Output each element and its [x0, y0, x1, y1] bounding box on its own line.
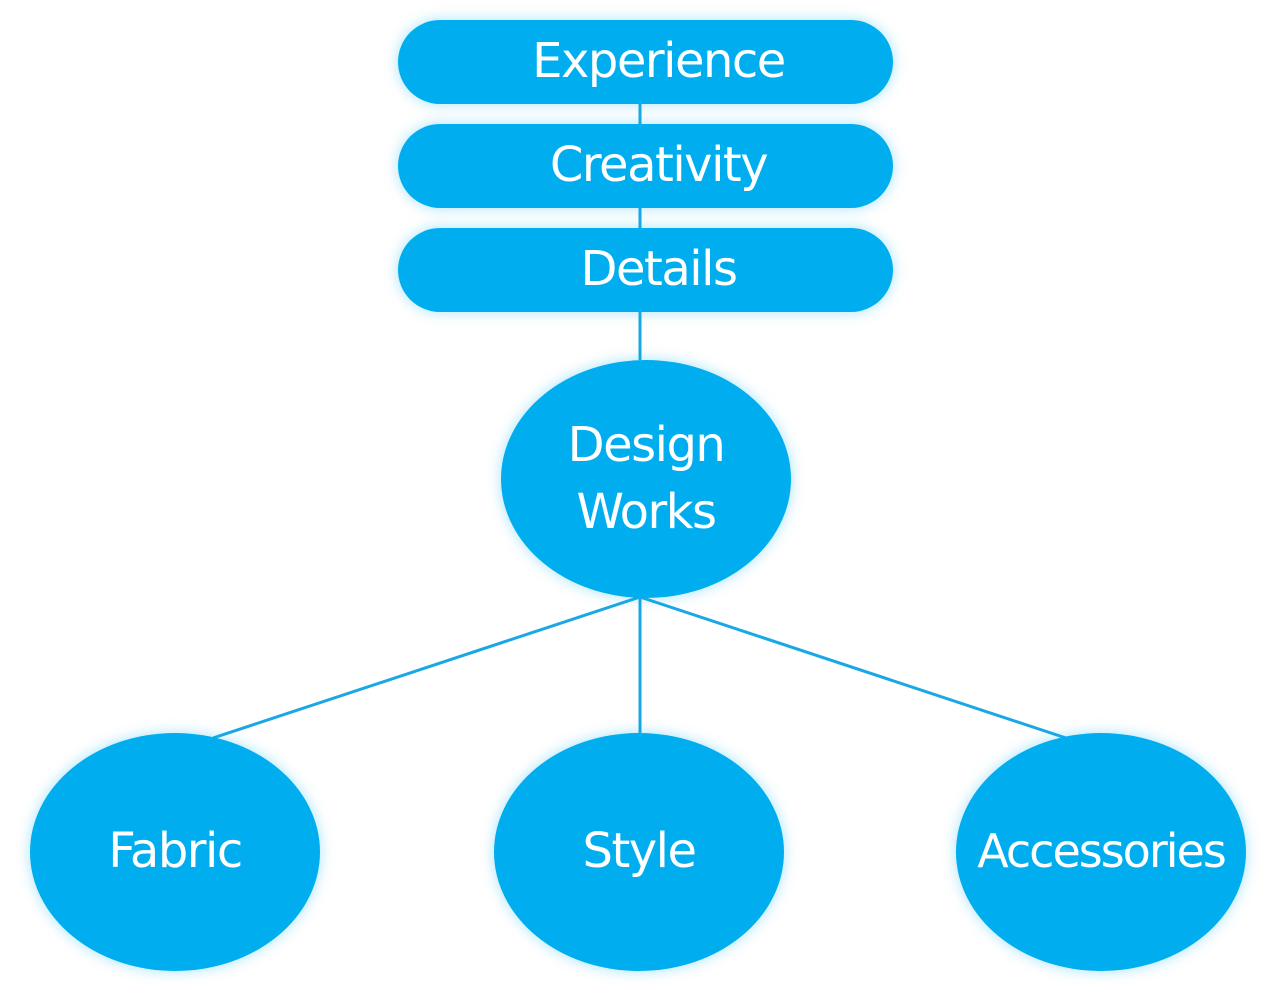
accessories-label: Accessories	[977, 824, 1227, 879]
details-label: Details	[580, 241, 738, 298]
experience-pill: Experience	[398, 20, 893, 104]
accessories-node: Accessories	[956, 733, 1246, 971]
creativity-label: Creativity	[549, 137, 769, 194]
design-works-label-line1: Design	[567, 416, 726, 473]
creativity-pill: Creativity	[398, 124, 893, 208]
style-node: Style	[494, 733, 784, 971]
experience-label: Experience	[532, 33, 786, 90]
connector-to-fabric	[212, 595, 641, 740]
design-works-node: Design Works	[501, 360, 791, 598]
fabric-label: Fabric	[108, 823, 243, 880]
design-works-label-line2: Works	[576, 484, 717, 540]
style-label: Style	[582, 823, 697, 880]
fabric-node: Fabric	[30, 733, 320, 971]
connector-to-accessories	[639, 595, 1067, 740]
details-pill: Details	[398, 228, 893, 312]
